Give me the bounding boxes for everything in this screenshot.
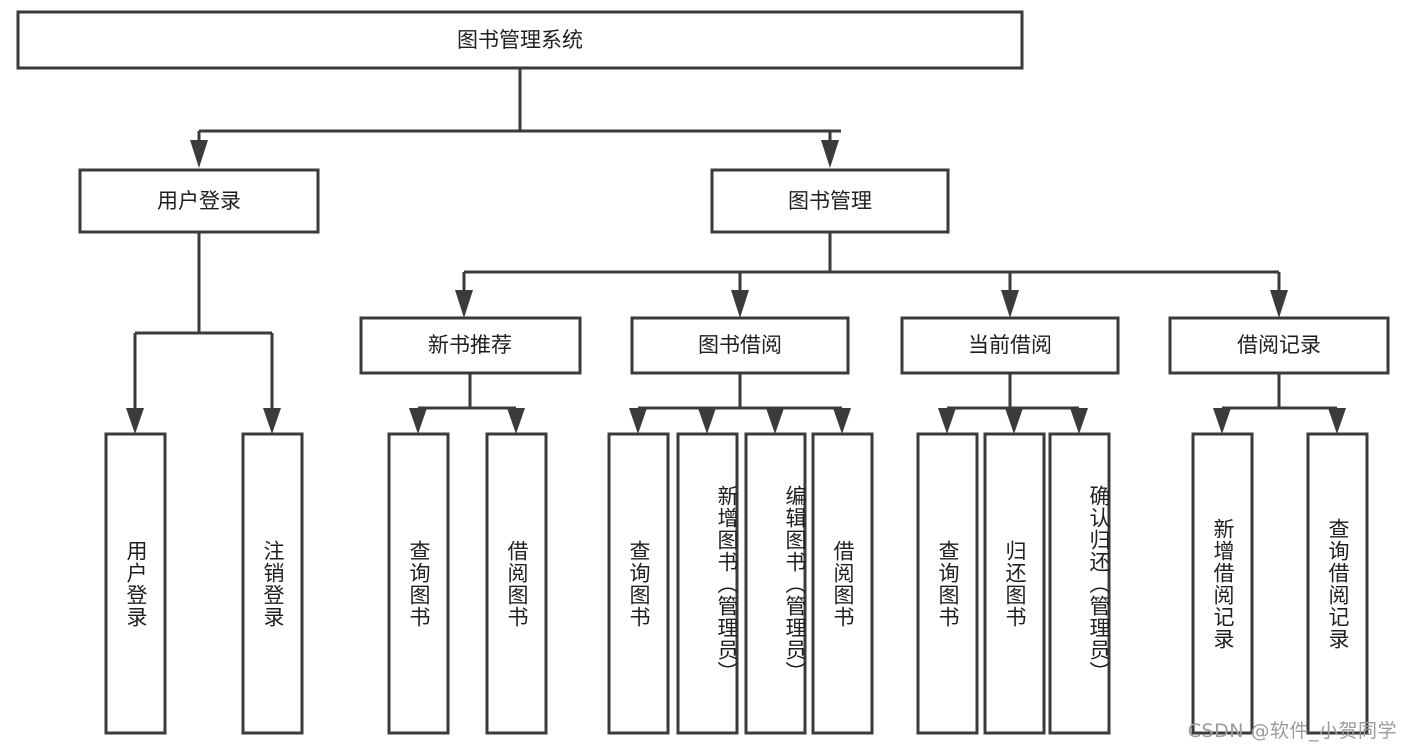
arrow-bm-to-new-book-rec [455,290,473,318]
arrow-cb-leaf-1 [938,408,956,434]
node-new-book-rec[interactable] [359,316,582,375]
arrow-nbr-leaf-2 [507,408,525,434]
arrow-bm-to-book-borrow [731,290,749,318]
arrow-br-leaf-1 [1213,408,1231,434]
node-root-label: 图书管理系统 [457,28,583,52]
leaf-box-query-book-3[interactable] [916,432,979,735]
leaf-box-add-record[interactable] [1191,432,1254,735]
arrow-bm-to-borrow-record [1270,290,1288,318]
node-book-manage-label: 图书管理 [788,189,872,213]
arrow-bb-leaf-4 [833,408,851,434]
leaf-box-query-book-2[interactable] [607,432,670,735]
arrow-root-to-book-manage [821,140,839,168]
node-current-borrow[interactable] [900,316,1120,375]
edge-group-borrow-record [1213,373,1346,434]
leaf-box-add-book[interactable] [676,432,739,735]
arrow-bb-leaf-2 [698,408,716,434]
leaf-box-return-book[interactable] [983,432,1046,735]
arrow-root-to-user-login [190,140,208,168]
arrow-user-login-leaf-1 [126,408,144,434]
arrow-cb-leaf-2 [1005,408,1023,434]
node-borrow-record[interactable] [1168,316,1390,375]
watermark: CSDN @软件_小贺同学 [1187,720,1397,742]
leaf-box-query-record[interactable] [1306,432,1369,735]
arrow-br-leaf-2 [1328,408,1346,434]
node-borrow-record-label: 借阅记录 [1237,333,1321,357]
leaf-box-edit-book[interactable] [744,432,807,735]
node-book-borrow-label: 图书借阅 [698,333,782,357]
edge-group-current-borrow [938,373,1088,434]
leaf-box-borrow-book-1[interactable] [485,432,548,735]
arrow-user-login-leaf-2 [263,408,281,434]
node-new-book-rec-label: 新书推荐 [428,333,512,357]
arrow-nbr-leaf-1 [409,408,427,434]
node-user-login[interactable] [78,168,320,234]
arrow-bb-leaf-3 [766,408,784,434]
leaf-box-user-logout[interactable] [241,432,304,735]
node-user-login-label: 用户登录 [157,189,241,213]
edge-group-root [190,68,841,168]
leaf-box-confirm-return[interactable] [1048,432,1111,735]
edge-group-book-manage [455,232,1288,318]
arrow-cb-leaf-3 [1070,408,1088,434]
arrow-bm-to-current-borrow [1001,290,1019,318]
node-book-borrow[interactable] [630,316,850,375]
node-book-manage[interactable] [710,168,950,234]
edge-group-user-login [126,232,281,434]
edge-group-new-book-rec [409,373,525,434]
leaf-box-user-login[interactable] [104,432,167,735]
edge-group-book-borrow [629,373,851,434]
node-current-borrow-label: 当前借阅 [968,333,1052,357]
arrow-bb-leaf-1 [629,408,647,434]
leaf-box-query-book-1[interactable] [387,432,450,735]
node-root[interactable] [16,10,1024,70]
leaf-box-borrow-book-2[interactable] [811,432,874,735]
